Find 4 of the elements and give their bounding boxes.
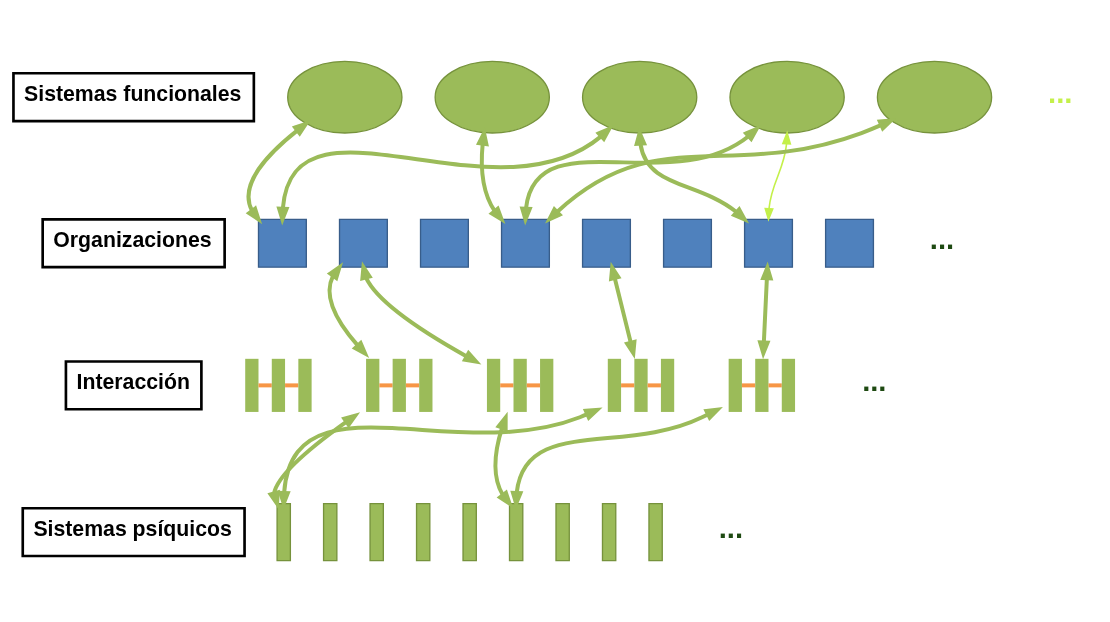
label: ... [862, 365, 887, 398]
label: ... [718, 512, 744, 545]
label: ... [1048, 77, 1073, 110]
label: ... [929, 223, 955, 256]
